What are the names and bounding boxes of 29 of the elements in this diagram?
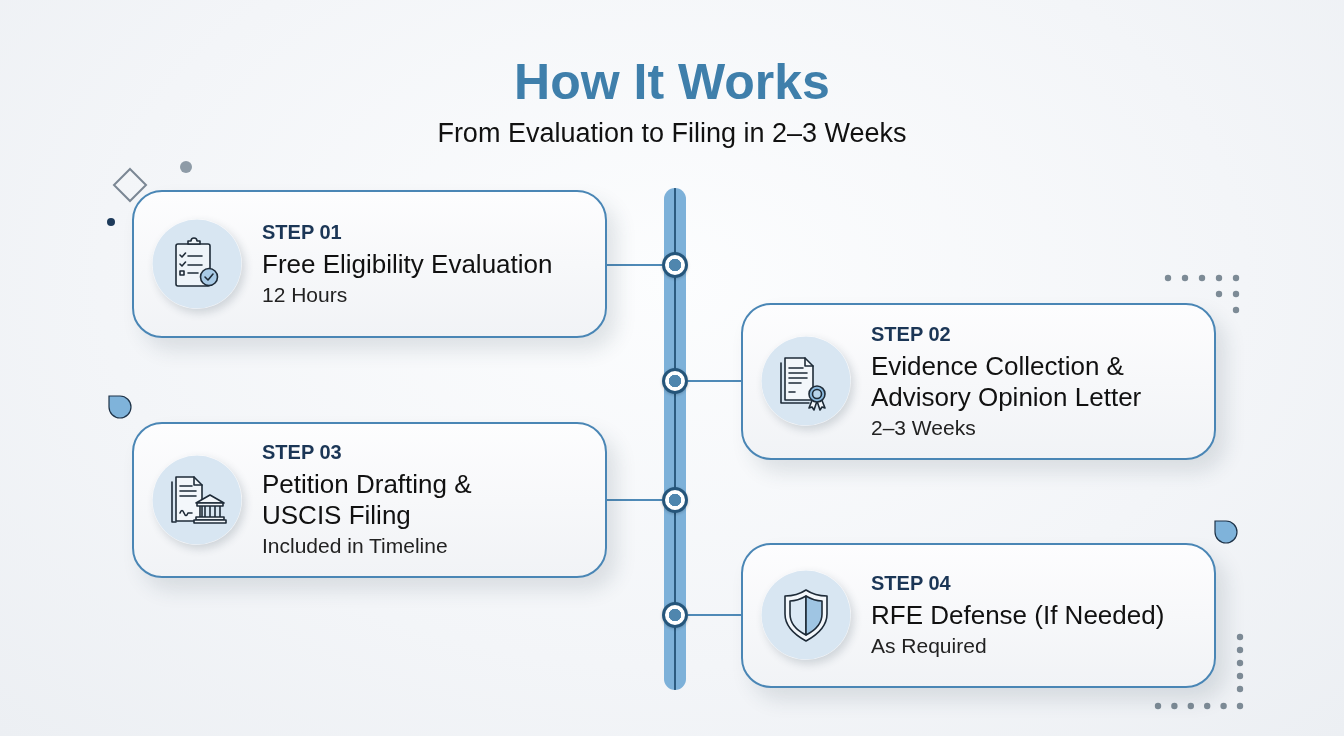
connector-line xyxy=(606,499,663,501)
subtitle: From Evaluation to Filing in 2–3 Weeks xyxy=(437,117,907,149)
step-card xyxy=(132,422,607,578)
step-duration: 12 Hours xyxy=(262,281,348,308)
step-card xyxy=(741,543,1216,688)
step-duration: As Required xyxy=(871,633,987,659)
title: How It Works xyxy=(514,53,830,111)
step-duration: Included in Timeline xyxy=(262,533,448,559)
connector-line xyxy=(687,614,742,616)
step-duration: 2–3 Weeks xyxy=(871,414,976,441)
step-title: Free Eligibility Evaluation xyxy=(262,248,553,280)
timeline-line xyxy=(674,277,676,369)
step-title: Petition Drafting & USCIS Filing xyxy=(262,469,473,531)
timeline-line xyxy=(674,512,676,603)
step-card xyxy=(132,190,607,338)
timeline-marker xyxy=(662,487,688,513)
timeline-marker xyxy=(662,602,688,628)
connector-line xyxy=(606,264,663,266)
step-number: STEP 01 xyxy=(262,219,342,245)
timeline-line xyxy=(674,393,676,488)
step-title: RFE Defense (If Needed) xyxy=(871,600,1165,631)
connector-line xyxy=(687,380,742,382)
timeline-marker xyxy=(662,368,688,394)
step-number: STEP 04 xyxy=(871,571,951,596)
step-title: Evidence Collection & Advisory Opinion Letter xyxy=(871,350,1143,413)
step-number: STEP 03 xyxy=(262,440,342,465)
step-card xyxy=(741,303,1216,460)
step-number: STEP 02 xyxy=(871,321,951,347)
timeline-marker xyxy=(662,252,688,278)
